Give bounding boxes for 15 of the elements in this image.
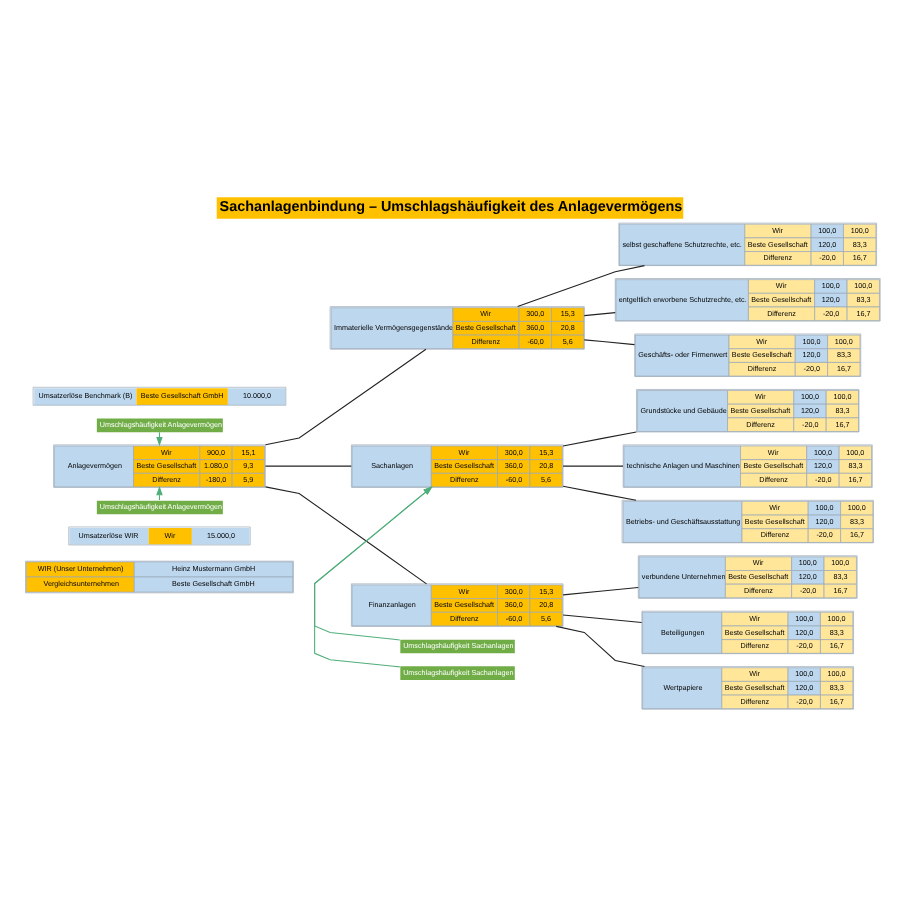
connector xyxy=(562,464,624,466)
connector xyxy=(562,586,639,595)
connector xyxy=(517,264,645,307)
arrow xyxy=(156,484,163,500)
diagram-title: Sachanlagenbindung – Umschlagshäufigkeit des Anlagevermögens xyxy=(219,195,683,214)
connector xyxy=(562,430,637,446)
connector xyxy=(562,613,643,622)
connector xyxy=(264,464,352,466)
connector xyxy=(555,624,645,667)
connector xyxy=(264,347,427,445)
connector xyxy=(562,484,637,500)
arrow xyxy=(156,430,163,446)
connector xyxy=(583,338,636,345)
connector xyxy=(583,311,616,316)
connector xyxy=(264,485,428,584)
